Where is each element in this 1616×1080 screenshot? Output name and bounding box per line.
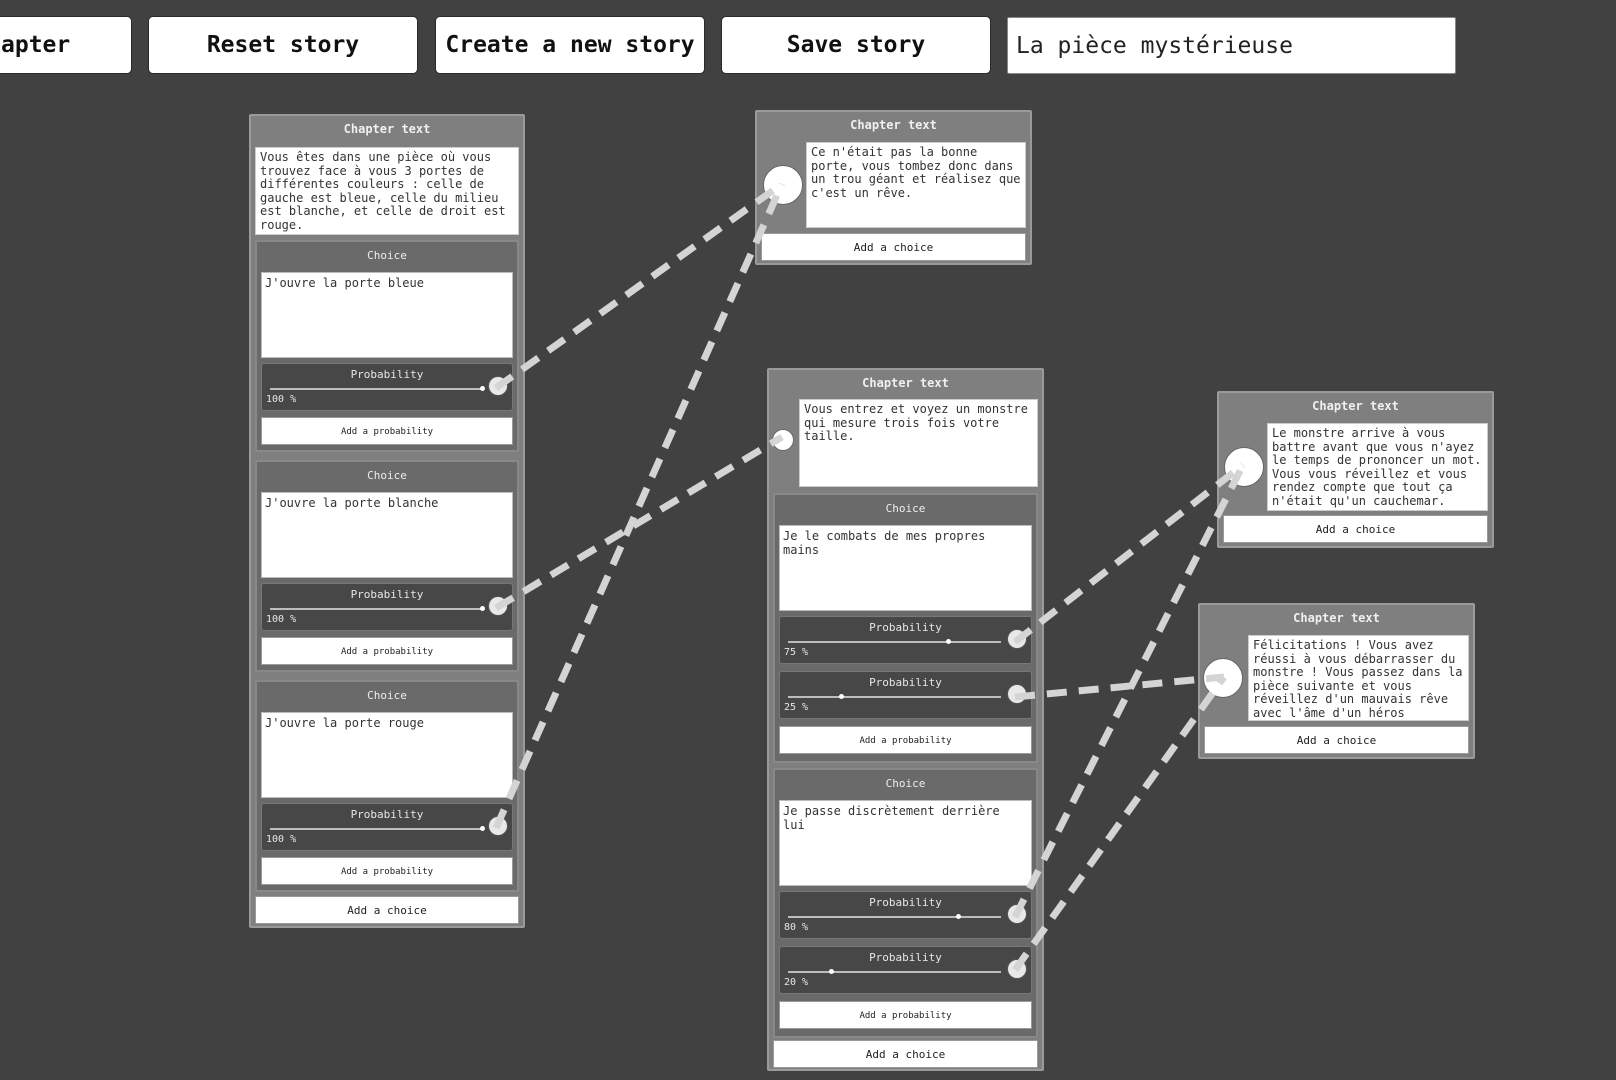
- chapter-node-2[interactable]: Chapter text Ce n'était pas la bonne por…: [755, 110, 1032, 265]
- chapter-node-1[interactable]: Chapter text Vous êtes dans une pièce où…: [249, 114, 525, 928]
- probability-value: 100 %: [266, 614, 297, 625]
- probability-header: Probability: [869, 676, 942, 689]
- chapter-text-field[interactable]: Le monstre arrive à vous battre avant qu…: [1267, 423, 1488, 511]
- output-connector-handle[interactable]: [1007, 959, 1027, 979]
- choice-card: Choice J'ouvre la porte blanche Probabil…: [255, 460, 519, 672]
- choice-header: Choice: [367, 249, 407, 262]
- add-probability-button[interactable]: Add a probability: [779, 726, 1032, 754]
- chapter-text-field[interactable]: Ce n'était pas la bonne porte, vous tomb…: [806, 142, 1026, 228]
- chapter-header: Chapter text: [1312, 399, 1399, 413]
- probability-panel: Probability 100 %: [261, 363, 513, 411]
- link-line: [492, 182, 786, 830]
- chapter-text-field[interactable]: Vous êtes dans une pièce où vous trouvez…: [255, 147, 519, 235]
- add-probability-button[interactable]: Add a probability: [261, 857, 513, 885]
- probability-slider[interactable]: [788, 914, 1001, 919]
- story-title-input[interactable]: [1007, 17, 1456, 74]
- probability-panel: Probability 25 %: [779, 671, 1032, 719]
- probability-value: 75 %: [784, 647, 809, 658]
- chapter-node-4[interactable]: Chapter text Le monstre arrive à vous ba…: [1217, 391, 1494, 548]
- slider-thumb[interactable]: [480, 606, 485, 611]
- slider-thumb[interactable]: [956, 914, 962, 919]
- add-probability-button[interactable]: Add a probability: [261, 417, 513, 445]
- probability-header: Probability: [869, 951, 942, 964]
- probability-panel: Probability 75 %: [779, 616, 1032, 664]
- probability-header: Probability: [350, 808, 424, 821]
- add-choice-button[interactable]: Add a choice: [1204, 726, 1469, 754]
- slider-thumb[interactable]: [839, 694, 845, 699]
- probability-slider[interactable]: [788, 694, 1001, 699]
- choice-header: Choice: [367, 689, 407, 702]
- probability-panel: Probability 80 %: [779, 891, 1032, 939]
- link-line: [1014, 673, 1225, 701]
- chapter-text-field[interactable]: Vous entrez et voyez un monstre qui mesu…: [799, 399, 1038, 487]
- probability-slider[interactable]: [270, 386, 485, 391]
- probability-panel: Probability 100 %: [261, 803, 513, 851]
- output-connector-handle[interactable]: [488, 376, 508, 396]
- chapter-text-field[interactable]: Félicitations ! Vous avez réussi à vous …: [1248, 635, 1469, 721]
- probability-value: 100 %: [266, 394, 297, 405]
- probability-header: Probability: [869, 896, 942, 909]
- output-connector-handle[interactable]: [1007, 684, 1027, 704]
- chapter-header: Chapter text: [850, 118, 937, 132]
- save-story-button[interactable]: Save story: [721, 16, 991, 74]
- choice-card: Choice Je passe discrètement derrière lu…: [773, 768, 1038, 1038]
- link-line: [493, 181, 785, 391]
- probability-header: Probability: [869, 621, 942, 634]
- link-line: [1012, 674, 1227, 973]
- probability-header: Probability: [350, 368, 424, 381]
- input-connector-handle[interactable]: [1203, 658, 1243, 698]
- reset-story-button[interactable]: Reset story: [148, 16, 418, 74]
- chapter-header: Chapter text: [1293, 611, 1380, 625]
- probability-slider[interactable]: [788, 639, 1001, 644]
- output-connector-handle[interactable]: [1007, 904, 1027, 924]
- choice-text-field[interactable]: J'ouvre la porte blanche: [261, 492, 513, 578]
- probability-slider[interactable]: [270, 606, 485, 611]
- choice-header: Choice: [367, 469, 407, 482]
- chapter-header: Chapter text: [343, 122, 431, 136]
- slider-thumb[interactable]: [945, 639, 951, 644]
- output-connector-handle[interactable]: [488, 816, 508, 836]
- input-connector-handle[interactable]: [1224, 447, 1264, 487]
- probability-panel: Probability 100 %: [261, 583, 513, 631]
- choice-header: Choice: [885, 777, 926, 790]
- choice-card: Choice Je le combats de mes propres main…: [773, 493, 1038, 763]
- probability-value: 20 %: [784, 977, 809, 988]
- link-line: [494, 433, 784, 612]
- output-connector-handle[interactable]: [488, 596, 508, 616]
- probability-value: 100 %: [266, 834, 297, 845]
- slider-thumb[interactable]: [480, 826, 485, 831]
- add-chapter-button[interactable]: apter: [0, 16, 132, 74]
- choice-card: Choice J'ouvre la porte rouge Probabilit…: [255, 680, 519, 892]
- add-choice-button[interactable]: Add a choice: [773, 1040, 1038, 1068]
- probability-value: 80 %: [784, 922, 809, 933]
- input-connector-handle[interactable]: [772, 429, 794, 451]
- probability-slider[interactable]: [270, 826, 485, 831]
- input-connector-handle[interactable]: [763, 165, 803, 205]
- add-choice-button[interactable]: Add a choice: [255, 896, 519, 924]
- choice-card: Choice J'ouvre la porte bleue Probabilit…: [255, 240, 519, 452]
- add-probability-button[interactable]: Add a probability: [261, 637, 513, 665]
- output-connector-handle[interactable]: [1007, 629, 1027, 649]
- slider-thumb[interactable]: [828, 969, 834, 974]
- choice-header: Choice: [885, 502, 926, 515]
- add-probability-button[interactable]: Add a probability: [779, 1001, 1032, 1029]
- choice-text-field[interactable]: Je le combats de mes propres mains: [779, 525, 1032, 611]
- chapter-header: Chapter text: [862, 376, 949, 390]
- add-choice-button[interactable]: Add a choice: [761, 233, 1026, 261]
- choice-text-field[interactable]: Je passe discrètement derrière lui: [779, 800, 1032, 886]
- choice-text-field[interactable]: J'ouvre la porte rouge: [261, 712, 513, 798]
- probability-slider[interactable]: [788, 969, 1001, 974]
- probability-value: 25 %: [784, 702, 809, 713]
- chapter-node-3[interactable]: Chapter text Vous entrez et voyez un mon…: [767, 368, 1044, 1071]
- create-new-story-button[interactable]: Create a new story: [435, 16, 705, 74]
- probability-header: Probability: [350, 588, 424, 601]
- choice-text-field[interactable]: J'ouvre la porte bleue: [261, 272, 513, 358]
- add-choice-button[interactable]: Add a choice: [1223, 515, 1488, 543]
- chapter-node-5[interactable]: Chapter text Félicitations ! Vous avez r…: [1198, 603, 1475, 759]
- slider-thumb[interactable]: [480, 386, 485, 391]
- probability-panel: Probability 20 %: [779, 946, 1032, 994]
